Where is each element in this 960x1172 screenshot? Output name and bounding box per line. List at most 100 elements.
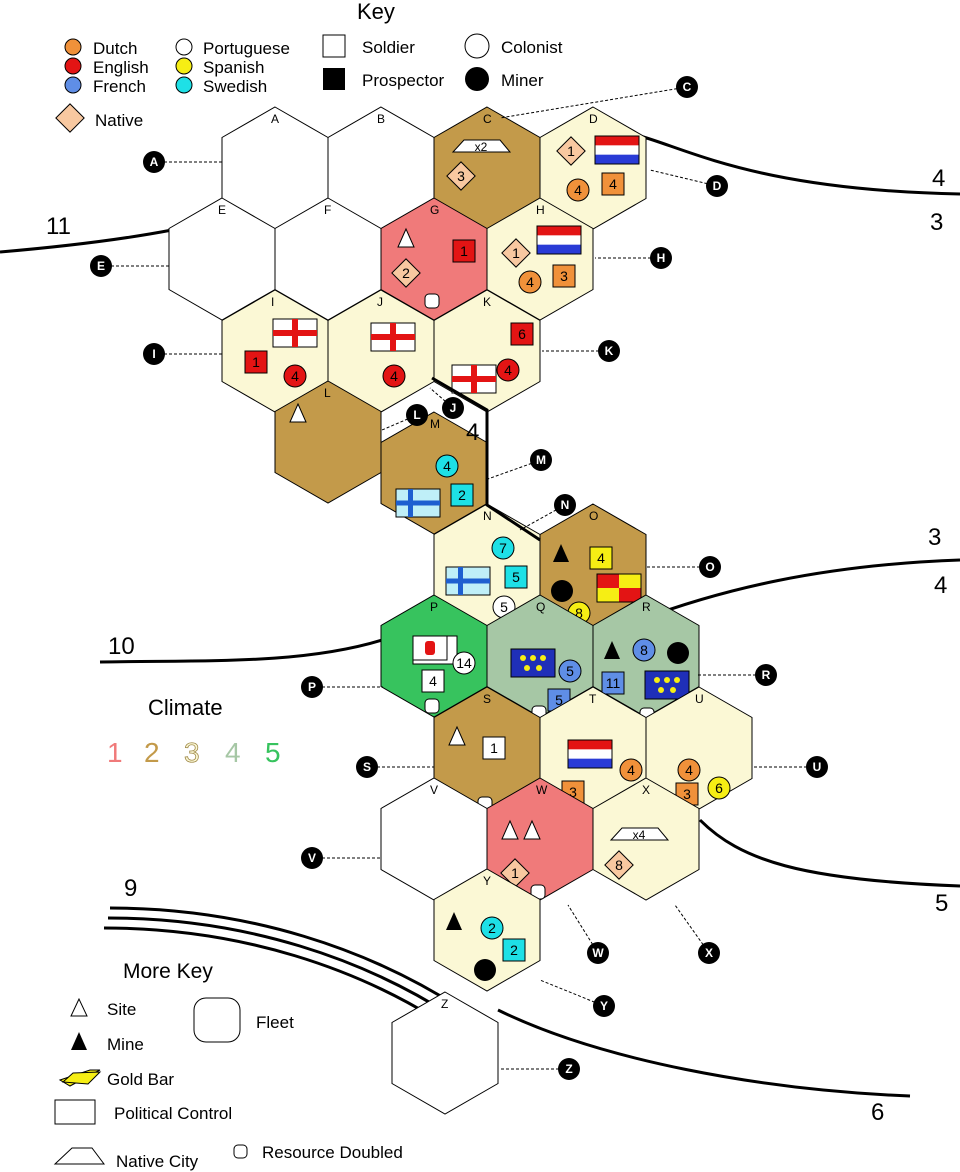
native-token [446,161,476,191]
nation-spanish: Spanish [175,57,264,77]
callout-letter: W [592,946,604,960]
resource-doubled-icon [233,1144,248,1159]
unit-count: 1 [481,962,489,978]
callout-letter: V [308,851,316,865]
boundary-line [0,228,173,254]
callout-X: X [674,904,720,964]
mine-icon [71,1032,87,1050]
climate-legend: Climate 1 2 3 4 5 [107,695,281,768]
mine-icon [553,544,569,562]
nation-swedish: Swedish [175,76,267,96]
callout-letter: S [363,760,371,774]
colonist-token [632,638,656,662]
colonist-circle [464,33,490,59]
unit-count: 11 [606,675,621,691]
unit-count: 5 [500,599,508,615]
unit-count: 4 [597,550,605,566]
callout-H: H [595,247,672,269]
hex-label: L [324,386,331,400]
soldier-token [452,239,476,263]
unit-count: 2 [458,487,466,503]
flag-stripe [537,244,581,254]
flag-cross [371,334,415,340]
callout-letter: C [683,80,692,94]
unit-count: 3 [560,268,568,284]
callout-E: E [90,255,170,277]
colonist-token [452,651,476,675]
hex-label: Z [441,997,448,1011]
boundary-line [497,1008,911,1098]
hex-label: C [483,112,492,126]
fleet-label: Fleet [256,1013,294,1032]
callout-bubble [676,76,698,98]
unit-count: 7 [499,540,507,556]
unit-count: 4 [504,362,512,378]
flag-field [644,670,690,700]
hex-tile [391,991,499,1115]
native-token [556,136,586,166]
native-city-icon [53,1147,105,1165]
callout-V: V [301,847,382,869]
flag-stripe [568,740,612,750]
nation-label: Spanish [203,58,264,77]
hex-label: F [324,203,331,217]
unit-count: 1 [460,243,468,259]
flag-stripe [595,136,639,146]
unit-miner-key: Miner [465,67,544,91]
callout-L: L [381,404,428,431]
callout-bubble [554,494,576,516]
callout-leader [519,504,566,531]
fleet-route-line [109,906,461,1010]
fleet-icon [193,997,241,1043]
hex-label: B [377,112,385,126]
hex-Z: Z [391,991,499,1115]
fleur-mark [658,687,664,693]
callout-bubble [90,255,112,277]
unit-count: 4 [526,274,534,290]
soldier-token [601,172,625,196]
resource-doubled-label: Resource Doubled [262,1143,403,1162]
unit-colonist-key: Colonist [464,33,563,59]
hex-Q: Q55 [486,594,594,721]
fleur-mark [670,687,676,693]
unit-count: 5 [566,663,574,679]
callout-bubble [143,343,165,365]
prospector-square [323,68,345,90]
callout-letter: X [705,946,713,960]
unit-label: Miner [501,71,544,90]
native-city-icon [451,139,512,153]
callout-P: P [301,676,383,698]
hex-label: D [589,112,598,126]
flag-swedish [445,566,491,596]
fleur-mark [664,677,670,683]
colonist-token [491,536,515,560]
callout-U: U [752,756,828,778]
unit-count: 1 [252,354,260,370]
native-token [604,850,634,880]
site-icon [523,819,541,840]
site-icon [501,819,519,840]
unit-soldier-key: Soldier [322,34,415,58]
unit-count: 1 [674,645,682,661]
miner-token [667,642,689,664]
flag-border [594,135,640,165]
colonist-token [382,364,406,388]
callout-R: R [698,664,777,686]
unit-count: 4 [390,368,398,384]
hex-label: M [430,417,440,431]
callout-letter: K [605,344,614,358]
callout-N: N [519,494,576,531]
hex-label: T [589,692,597,706]
hex-label: P [430,600,438,614]
hex-label: R [642,600,651,614]
region-number: 11 [46,213,71,240]
flag-quarter [619,588,641,602]
colonist-token [480,916,504,940]
soldier-token [504,565,528,589]
soldier-token [589,546,613,570]
native-count: 3 [457,168,465,184]
